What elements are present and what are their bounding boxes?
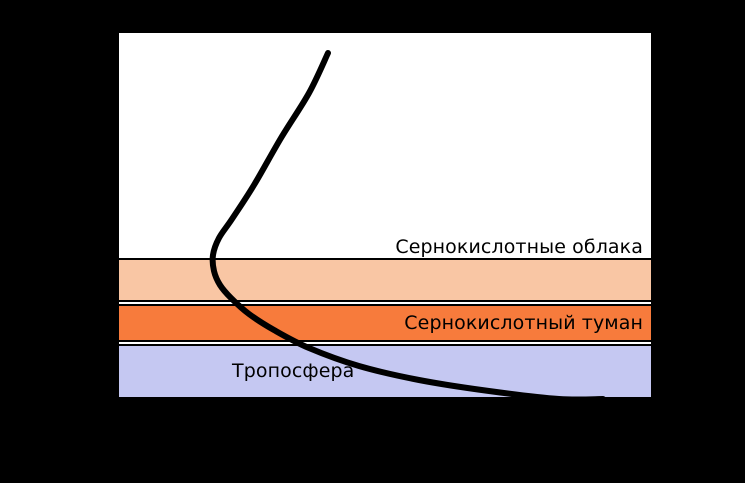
layer-label-troposphere: Тропосфера [232, 360, 355, 382]
layer-label-clouds: Сернокислотные облака [395, 236, 643, 258]
plot-area: Сернокислотные облака Сернокислотный тум… [119, 33, 651, 397]
temperature-profile-curve [209, 50, 606, 397]
layer-band-troposphere [119, 344, 651, 397]
layer-band-clouds [119, 258, 651, 302]
layer-label-haze: Сернокислотный туман [404, 312, 643, 334]
